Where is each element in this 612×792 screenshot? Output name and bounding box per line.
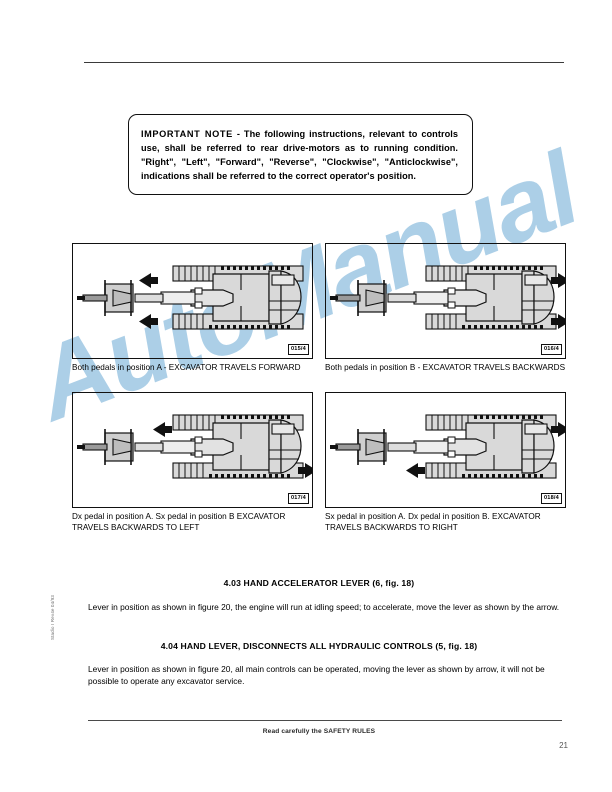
- arrow-top-left: [139, 273, 158, 288]
- figure-row-bottom: 017/4 Dx pedal in position A. Sx pedal i…: [72, 392, 566, 534]
- figure-cell-015: 015/4 Both pedals in position A - EXCAVA…: [72, 243, 313, 385]
- arrow-bottom-left: [406, 463, 425, 478]
- excavator-top-view: [330, 265, 557, 330]
- figure-frame-015: 015/4: [72, 243, 313, 359]
- figure-frame-017: 017/4: [72, 392, 313, 508]
- section-heading-4-04: 4.04 HAND LEVER, DISCONNECTS ALL HYDRAUL…: [160, 641, 478, 651]
- figure-code-018: 018/4: [541, 492, 562, 504]
- figure-caption-015: Both pedals in position A - EXCAVATOR TR…: [72, 363, 301, 372]
- footer-rule: [88, 720, 562, 721]
- margin-revision-code: Stadio I Rev4e 04/93: [50, 594, 55, 640]
- section-body-4-03: Lever in position as shown in figure 20,…: [88, 602, 560, 612]
- figure-caption-016: Both pedals in position B - EXCAVATOR TR…: [325, 363, 566, 372]
- section-body-4-04: Lever in position as shown in figure 20,…: [88, 664, 545, 687]
- excavator-top-view: [77, 414, 304, 479]
- figure-code-017: 017/4: [288, 492, 309, 504]
- figure-caption-017: Dx pedal in position A. Sx pedal in posi…: [72, 512, 286, 532]
- important-note-box: IMPORTANT NOTE - The following instructi…: [128, 114, 473, 196]
- arrow-top-right: [551, 273, 565, 288]
- figure-code-016: 016/4: [541, 343, 562, 355]
- arrow-bottom-right: [298, 463, 312, 478]
- footer-safety-note: Read carefully the SAFETY RULES: [262, 728, 376, 735]
- figure-frame-018: 018/4: [325, 392, 566, 508]
- figure-cell-018: 018/4 Sx pedal in position A. Dx pedal i…: [325, 392, 566, 534]
- figure-code-015: 015/4: [288, 343, 309, 355]
- figure-grid: 015/4 Both pedals in position A - EXCAVA…: [72, 243, 566, 534]
- figure-row-top: 015/4 Both pedals in position A - EXCAVA…: [72, 243, 566, 385]
- figure-frame-016: 016/4: [325, 243, 566, 359]
- arrow-bottom-right: [551, 314, 565, 329]
- figure-cell-017: 017/4 Dx pedal in position A. Sx pedal i…: [72, 392, 313, 534]
- header-rule: [84, 62, 564, 63]
- excavator-diagram-018: [330, 414, 565, 479]
- excavator-top-view: [77, 265, 304, 330]
- excavator-diagram-015: [77, 265, 304, 330]
- page-number: 21: [559, 741, 568, 750]
- figure-caption-018: Sx pedal in position A. Dx pedal in posi…: [325, 512, 541, 532]
- arrow-bottom-left: [139, 314, 158, 329]
- excavator-diagram-016: [330, 265, 565, 330]
- excavator-diagram-017: [77, 414, 312, 479]
- excavator-top-view: [330, 414, 557, 479]
- arrow-top-left: [153, 422, 172, 437]
- arrow-top-right: [551, 422, 565, 437]
- important-note-body: - The following instructions, relevant t…: [141, 129, 459, 182]
- important-note-lead: IMPORTANT NOTE: [141, 129, 233, 139]
- important-note-text: IMPORTANT NOTE - The following instructi…: [141, 127, 458, 183]
- figure-cell-016: 016/4 Both pedals in position B - EXCAVA…: [325, 243, 566, 385]
- section-heading-4-03: 4.03 HAND ACCELERATOR LEVER (6, fig. 18): [223, 578, 415, 588]
